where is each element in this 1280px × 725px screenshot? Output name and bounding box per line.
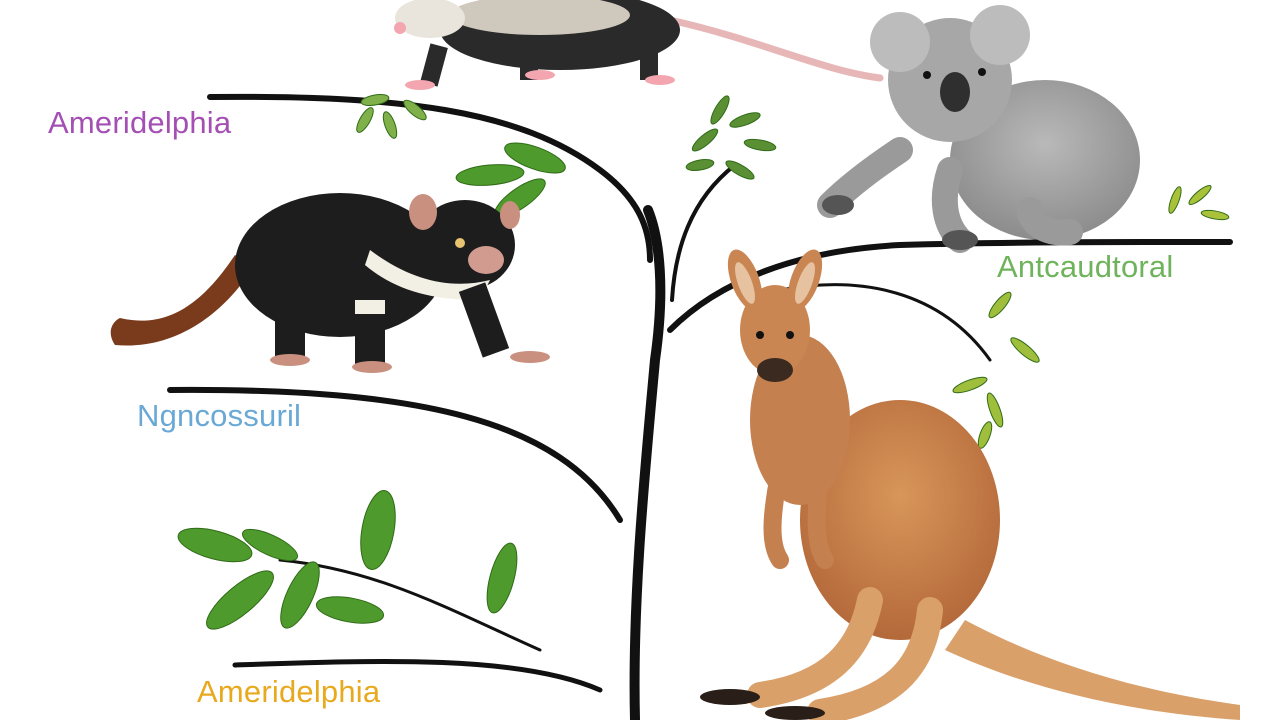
- trunk: [629, 205, 666, 725]
- leaf-sprig: [685, 95, 777, 180]
- branch-top-right-twig: [670, 163, 737, 302]
- clade-label-antcaudotoral: Antcaudtoral: [997, 249, 1174, 284]
- clade-label-ameridelphia-bottom: Ameridelphia: [197, 674, 381, 709]
- branch-right: [667, 239, 1233, 333]
- tasmanian-devil-illustration: [110, 193, 550, 373]
- leaf-sprig: [356, 94, 427, 139]
- branch-top-left: [207, 93, 653, 263]
- leaf: [315, 596, 385, 624]
- clade-label-ameridelphia-top: Ameridelphia: [48, 105, 232, 140]
- opossum-illustration: [394, 0, 884, 90]
- leaf: [280, 561, 320, 629]
- clade-label-ngncosseuril: Ngncossuril: [137, 398, 302, 433]
- branch-middle-left: [167, 386, 623, 523]
- leaf: [206, 570, 274, 630]
- leaf: [360, 490, 396, 570]
- leaf: [455, 164, 525, 186]
- leaf-sprig: [952, 291, 1040, 449]
- branch-bottom-left: [232, 658, 603, 693]
- koala-illustration: [817, 5, 1140, 253]
- leaf-sprig: [1168, 184, 1230, 221]
- leaves: [177, 94, 1230, 630]
- leaf: [504, 142, 566, 174]
- leaf: [486, 542, 518, 614]
- kangaroo-illustration: [700, 249, 1240, 725]
- leaf: [241, 528, 299, 562]
- leaf: [177, 527, 253, 563]
